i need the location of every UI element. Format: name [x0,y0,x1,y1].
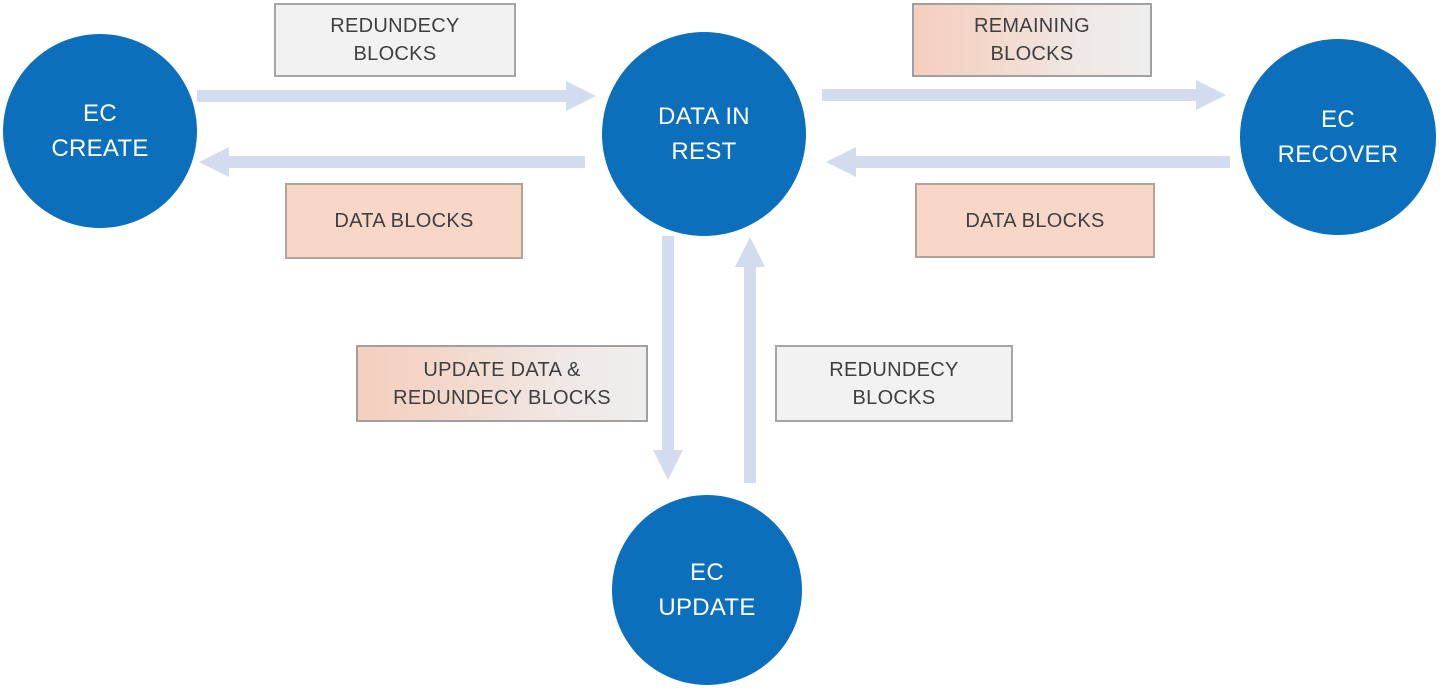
node-data-in-rest-line2: REST [671,138,737,165]
edge-label-remaining-blocks: REMAINING BLOCKS [912,3,1152,77]
edge-label-update-data-redundecy-blocks: UPDATE DATA & REDUNDECY BLOCKS [356,345,648,422]
edge-label-data-blocks-right: DATA BLOCKS [915,183,1155,258]
arrow-data-in-rest-to-ec-update [653,236,683,480]
node-ec-update-line1: EC [690,559,724,586]
node-data-in-rest: DATA IN REST [602,32,806,236]
node-ec-create-line1: EC [83,100,117,127]
node-ec-update-line2: UPDATE [658,594,756,621]
edge-label-redundecy-blocks-top-line1: REDUNDECY [330,15,460,37]
node-ec-recover-line1: EC [1321,106,1355,133]
edge-label-data-blocks-right-line1: DATA BLOCKS [965,209,1105,232]
node-ec-update-label: EC UPDATE [658,555,755,625]
edge-label-redundecy-blocks-top: REDUNDECY BLOCKS [274,3,516,77]
edge-label-remaining-blocks-line2: BLOCKS [990,43,1074,65]
node-ec-recover-line2: RECOVER [1277,141,1399,168]
arrow-data-in-rest-to-ec-recover [822,80,1226,110]
node-data-in-rest-line1: DATA IN [658,103,750,130]
node-ec-create-line2: CREATE [51,135,149,162]
edge-label-redundecy-blocks-top-line2: BLOCKS [353,43,437,65]
node-ec-create: EC CREATE [3,34,197,228]
edge-label-remaining-blocks-line1: REMAINING [973,15,1091,37]
edge-label-update-data-redundecy-blocks-line2: REDUNDECY BLOCKS [393,386,611,409]
edge-label-redundecy-blocks-bottom-line2: BLOCKS [852,386,936,409]
node-ec-recover: EC RECOVER [1240,39,1436,235]
arrow-ec-recover-to-data-in-rest [826,147,1230,177]
edge-label-update-data-redundecy-blocks-line1: UPDATE DATA & [423,358,581,381]
edge-label-data-blocks-left-line1: DATA BLOCKS [334,210,474,232]
arrow-ec-create-to-data-in-rest [197,81,596,111]
arrow-ec-update-to-data-in-rest [735,237,765,483]
edge-label-redundecy-blocks-bottom: REDUNDECY BLOCKS [775,345,1013,422]
node-ec-create-label: EC CREATE [51,96,148,166]
node-ec-update: EC UPDATE [612,495,802,685]
arrow-data-in-rest-to-ec-create [199,147,585,177]
node-data-in-rest-label: DATA IN REST [658,99,750,169]
edge-label-redundecy-blocks-bottom-line1: REDUNDECY [829,358,959,381]
node-ec-recover-label: EC RECOVER [1278,102,1399,172]
edge-label-data-blocks-left: DATA BLOCKS [285,183,523,259]
